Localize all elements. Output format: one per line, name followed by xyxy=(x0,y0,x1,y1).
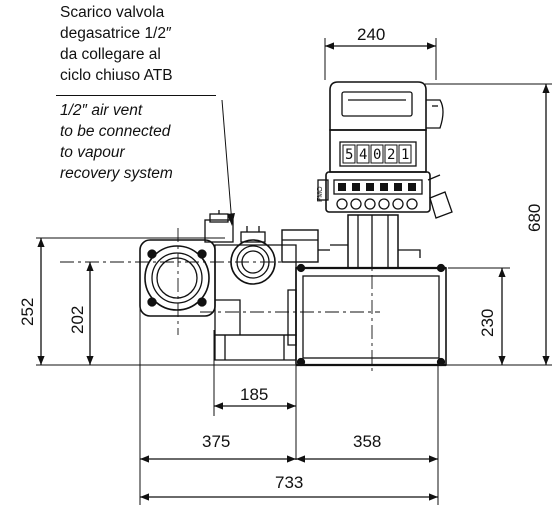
meter-column xyxy=(330,214,421,269)
dimension-680 xyxy=(425,83,552,366)
strainer-body xyxy=(139,210,297,336)
note-italian-line: degasatrice 1/2″ xyxy=(60,25,172,42)
counter-digit: 4 xyxy=(359,147,367,163)
dimension-230 xyxy=(448,267,510,365)
note-divider xyxy=(56,95,216,96)
counter-digit: 2 xyxy=(387,147,395,163)
dim-label-185: 185 xyxy=(240,385,269,404)
dimension-185 xyxy=(213,330,297,460)
note-italian-line: ciclo chiuso ATB xyxy=(60,67,173,84)
counter-digit-box xyxy=(398,144,412,164)
dim-label-252: 252 xyxy=(18,297,37,326)
counter-digit-box xyxy=(384,144,398,164)
dim-label-733: 733 xyxy=(275,473,304,492)
note-english-line: to vapour xyxy=(60,144,125,161)
counter-digit: 0 xyxy=(373,147,381,163)
dim-label-375: 375 xyxy=(202,432,231,451)
dimension-375-358 xyxy=(139,290,439,505)
brand-mark: FMO xyxy=(317,186,324,202)
register-head xyxy=(317,81,453,219)
counter-digit-box xyxy=(370,144,384,164)
center-lines xyxy=(60,228,380,372)
counter-digit-box xyxy=(342,144,356,164)
dim-label-202: 202 xyxy=(68,305,87,334)
dimension-252 xyxy=(36,237,295,366)
counter-digit: 5 xyxy=(345,147,353,163)
meter-base xyxy=(287,263,447,367)
dim-label-358: 358 xyxy=(353,432,382,451)
counter-digit-box xyxy=(356,144,370,164)
dim-label-230: 230 xyxy=(478,308,497,337)
note-english: 1/2″ air vent to be connected to vapour … xyxy=(60,100,173,184)
dimension-240 xyxy=(324,38,437,80)
counter-digit: 1 xyxy=(401,147,409,163)
note-italian: Scarico valvola degasatrice 1/2″ da coll… xyxy=(60,2,173,86)
pipe-assembly xyxy=(214,229,330,361)
check-valve xyxy=(230,226,276,285)
note-italian-line: Scarico valvola xyxy=(60,4,165,21)
leader-line xyxy=(221,99,233,225)
register-small-boxes xyxy=(338,183,416,191)
note-english-line: to be connected xyxy=(60,123,171,140)
note-english-line: recovery system xyxy=(60,165,173,182)
dim-label-240: 240 xyxy=(357,25,386,44)
note-english-line: 1/2″ air vent xyxy=(60,102,143,119)
dim-label-680: 680 xyxy=(525,203,544,232)
note-italian-line: da collegare al xyxy=(60,46,161,63)
